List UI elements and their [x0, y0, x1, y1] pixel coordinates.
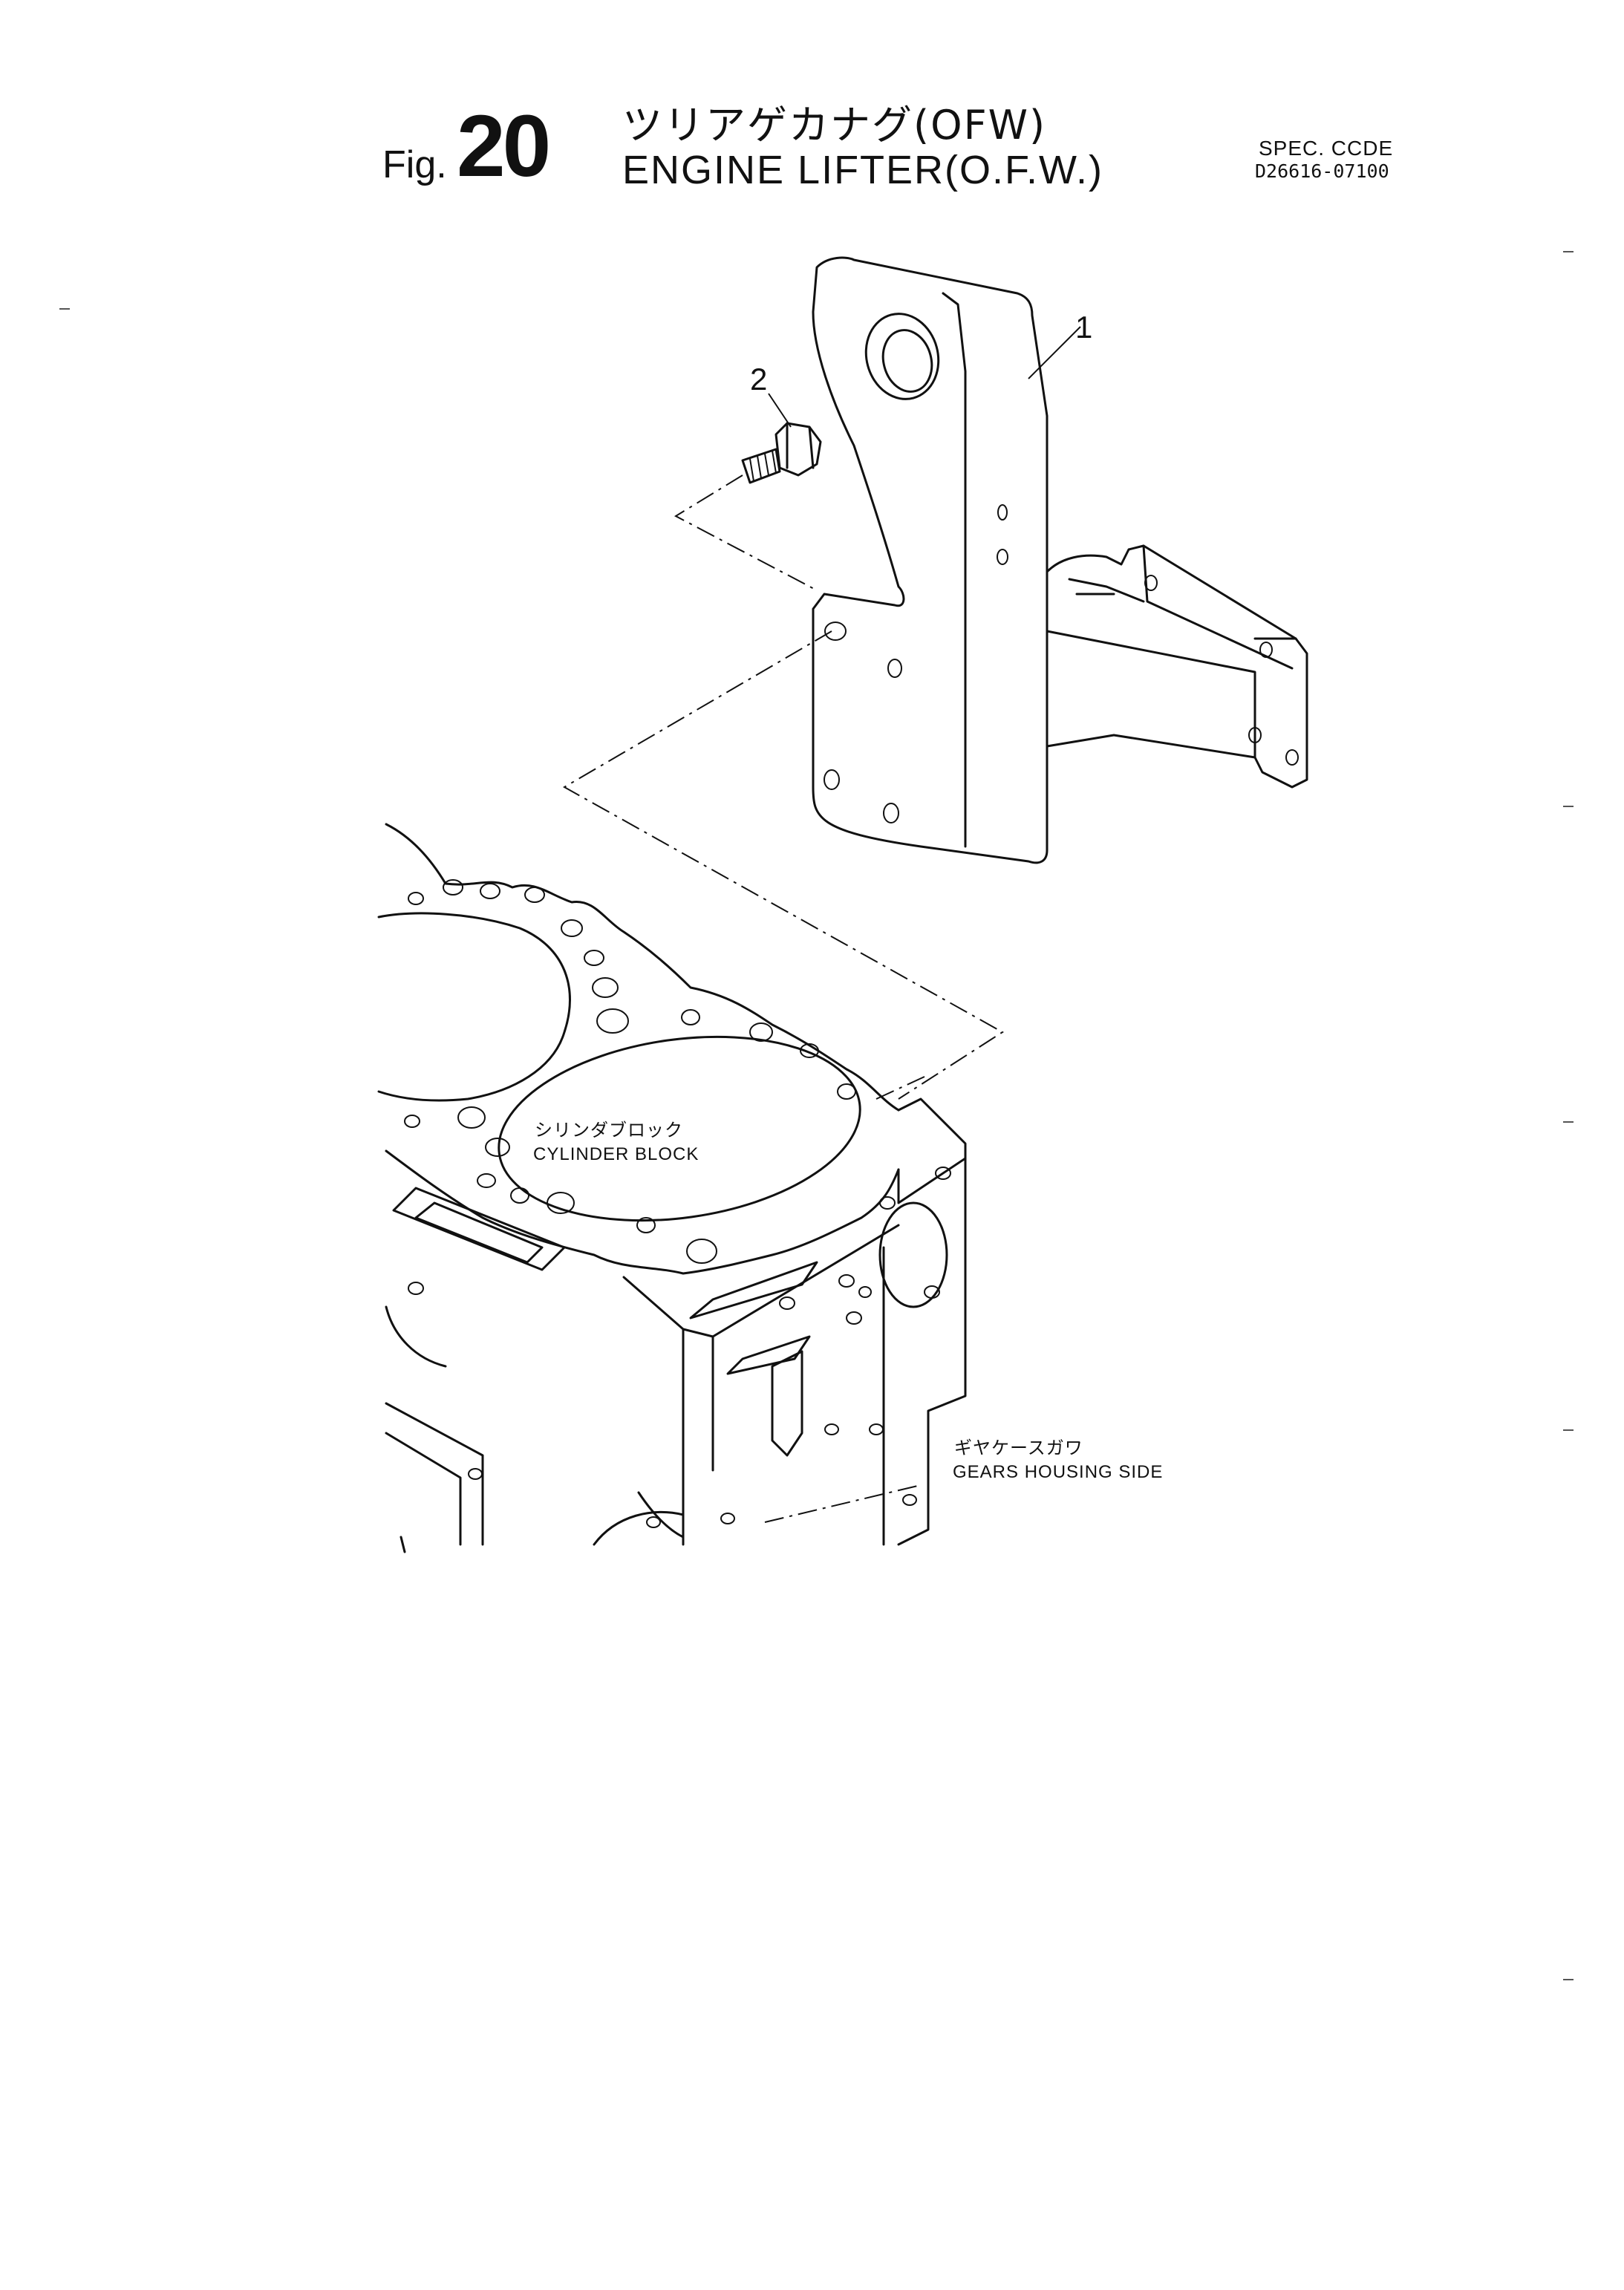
engine-lifter-bracket	[812, 256, 1308, 864]
title-japanese: ツリアゲカナグ(OFW)	[622, 102, 1047, 149]
callout-label-1: 1	[1075, 310, 1092, 345]
scan-edge-mark	[1563, 1429, 1574, 1431]
scan-edge-mark	[1563, 251, 1574, 252]
cylinder-block-label-jp: シリンダブロック	[535, 1120, 683, 1141]
scan-edge-mark	[59, 308, 70, 310]
figure-header: Fig. 20 ツリアゲカナグ(OFW) ENGINE LIFTER(O.F.W…	[0, 0, 1624, 208]
gears-side-label-en: GEARS HOUSING SIDE	[953, 1462, 1163, 1482]
gears-side-label-jp: ギヤケースガワ	[954, 1438, 1083, 1458]
callout-part-1: 1	[1028, 310, 1092, 379]
callout-label-2: 2	[750, 362, 767, 397]
fig-number: 20	[457, 97, 551, 195]
callout-part-2: 2	[750, 362, 792, 428]
scan-edge-mark	[1563, 1121, 1574, 1123]
cylinder-block-label-en: CYLINDER BLOCK	[533, 1144, 699, 1164]
hex-bolt	[741, 422, 822, 484]
spec-label: SPEC. CCDE	[1259, 137, 1394, 160]
cylinder-block-drawing	[377, 823, 967, 1553]
spec-code: D26616-07100	[1255, 160, 1389, 182]
assembly-leader-lines	[562, 474, 1004, 1100]
scan-edge-mark	[1563, 806, 1574, 807]
title-english: ENGINE LIFTER(O.F.W.)	[622, 148, 1104, 192]
fig-prefix: Fig.	[382, 143, 447, 186]
gasket-bolt-holes	[404, 879, 951, 1528]
scan-edge-mark	[1563, 1979, 1574, 1980]
